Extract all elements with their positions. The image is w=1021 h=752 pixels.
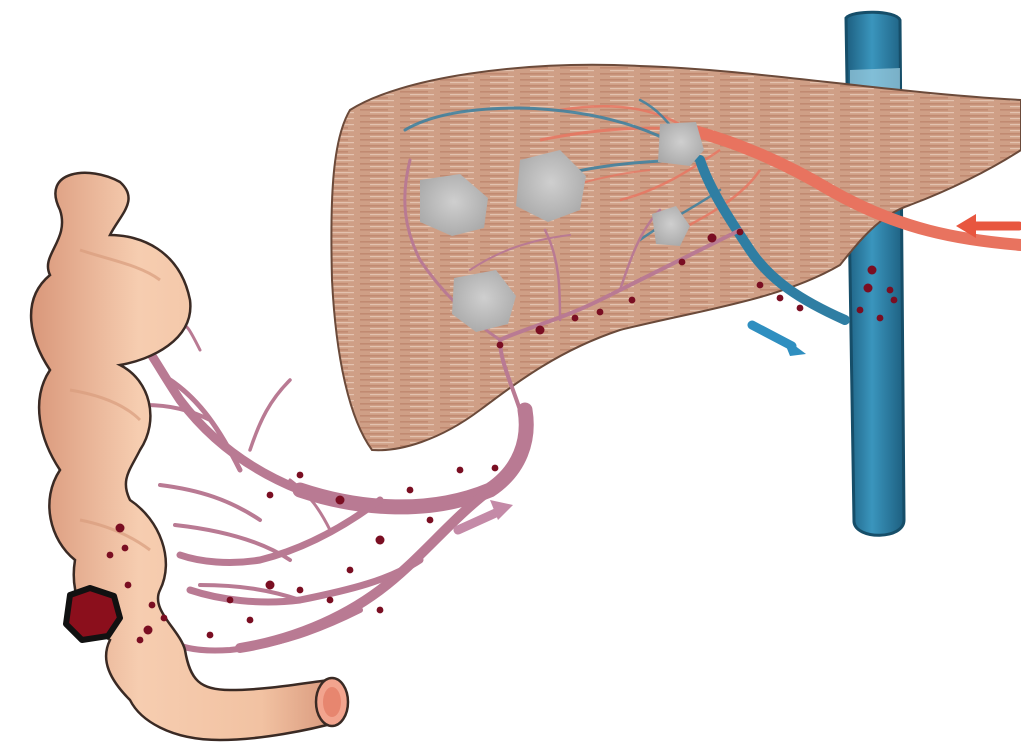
tumor-cell bbox=[297, 587, 304, 594]
tumor-cell bbox=[427, 517, 434, 524]
tumor-cell bbox=[227, 597, 234, 604]
tumor-cell bbox=[597, 309, 604, 316]
tumor-cell bbox=[207, 632, 214, 639]
tumor-cell bbox=[679, 259, 686, 266]
tumor-cell bbox=[336, 496, 345, 505]
tumor-cell bbox=[497, 342, 504, 349]
tumor-cell bbox=[327, 597, 334, 604]
tumor-cell bbox=[266, 581, 275, 590]
tumor-cell bbox=[797, 305, 804, 312]
tumor-cell bbox=[161, 615, 168, 622]
tumor-cell bbox=[116, 524, 125, 533]
tumor-cell bbox=[737, 229, 744, 236]
tumor-cell bbox=[407, 487, 414, 494]
tumor-cell bbox=[149, 602, 156, 609]
tumor-cell bbox=[125, 582, 132, 589]
tumor-cell bbox=[267, 492, 274, 499]
tumor-cell bbox=[757, 282, 764, 289]
tumor-cell bbox=[492, 465, 499, 472]
tumor-cell bbox=[868, 266, 877, 275]
tumor-cell bbox=[297, 472, 304, 479]
tumor-cell bbox=[247, 617, 254, 624]
primary-tumor bbox=[66, 588, 120, 640]
tumor-cell bbox=[877, 315, 884, 322]
tumor-cell bbox=[144, 626, 153, 635]
colon bbox=[31, 173, 348, 740]
tumor-cell bbox=[122, 545, 129, 552]
tumor-cell bbox=[629, 297, 636, 304]
tumor-cell bbox=[457, 467, 464, 474]
tumor-cell bbox=[864, 284, 873, 293]
tumor-cell bbox=[857, 307, 864, 314]
tumor-cell bbox=[777, 295, 784, 302]
tumor-cell bbox=[377, 607, 384, 614]
tumor-cell bbox=[107, 552, 114, 559]
tumor-cell bbox=[536, 326, 545, 335]
tumor-cell bbox=[347, 567, 354, 574]
tumor-cell bbox=[891, 297, 898, 304]
tumor-cell bbox=[376, 536, 385, 545]
tumor-cell bbox=[572, 315, 579, 322]
tumor-cell bbox=[887, 287, 894, 294]
tumor-cell bbox=[137, 637, 144, 644]
tumor-cell bbox=[708, 234, 717, 243]
venous-outflow-arrow bbox=[752, 325, 806, 356]
